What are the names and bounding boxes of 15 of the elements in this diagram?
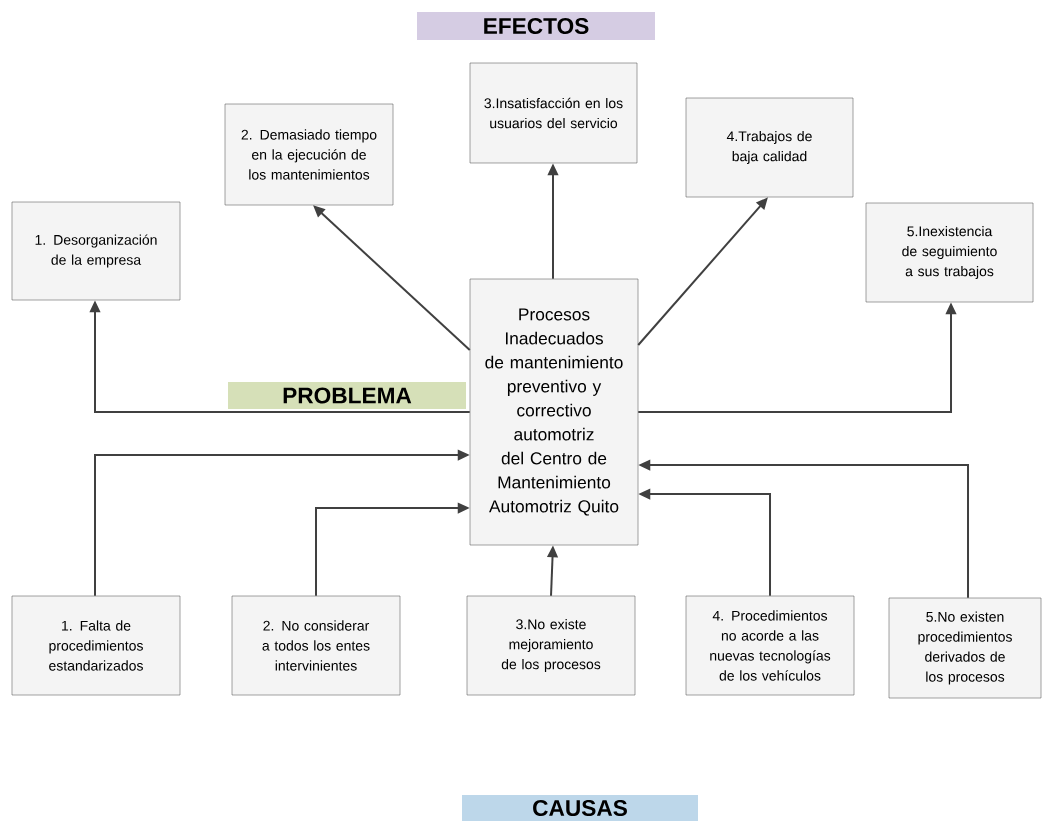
effect-box: 4.Trabajos de baja calidad xyxy=(685,97,854,198)
cause-box: 1. Falta de procedimientos estandarizados xyxy=(11,595,181,696)
arrow xyxy=(313,205,471,351)
effect-box: 1. Desorganización de la empresa xyxy=(11,201,181,301)
cause-box: 4. Procedimientos no acorde a las nuevas tecnologías de los vehículos xyxy=(685,595,855,696)
problem-box: Procesos Inadecuados de mantenimiento preventivo y correctivo automotriz del Centro de Mantenimiento Automotriz Quito xyxy=(469,278,639,546)
cause-box: 3.No existe mejoramiento de los procesos xyxy=(466,595,636,696)
section-heading-band: PROBLEMA xyxy=(228,382,466,409)
effect-box: 2. Demasiado tiempo en la ejecución de los mantenimientos xyxy=(224,103,394,206)
cause-box: 5.No existen procedimientos derivados de los procesos xyxy=(888,597,1042,699)
cause-box: 2. No considerar a todos los entes intervinientes xyxy=(231,595,401,696)
section-heading-band: EFECTOS xyxy=(417,12,655,40)
section-heading-band: CAUSAS xyxy=(462,795,698,821)
effect-box: 5.Inexistencia de seguimiento a sus trabajos xyxy=(865,202,1034,303)
effect-box: 3.Insatisfacción en los usuarios del servicio xyxy=(469,62,638,164)
